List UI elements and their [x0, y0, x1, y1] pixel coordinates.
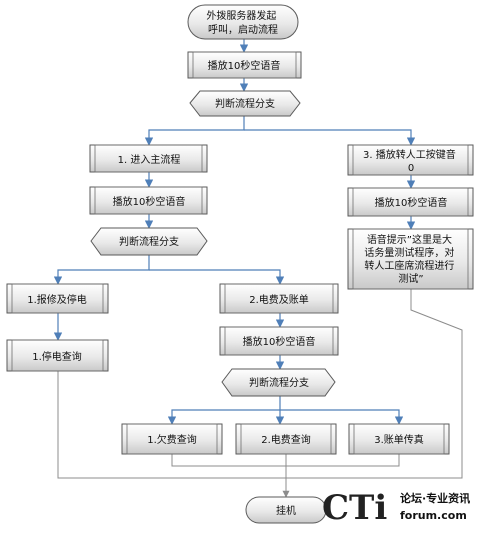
watermark-line2: forum.com — [400, 509, 467, 522]
node-play2: 播放10秒空语音 — [89, 186, 208, 215]
nodes: 外拨服务器发起 呼叫，启动流程 播放10秒空语音 判断流程分支 1. 进入主流程… — [6, 4, 474, 524]
node-bill-fax: 3.账单传真 — [348, 423, 450, 455]
node-enter-main: 1. 进入主流程 — [89, 144, 208, 173]
edge-decision2-to-repair — [53, 255, 150, 285]
node-hangup: 挂机 — [245, 496, 327, 524]
node-billing-label: 2.电费及账单 — [249, 293, 309, 306]
edge-decision3-to-arrears — [167, 396, 281, 425]
node-repair: 1.报修及停电 — [6, 283, 109, 314]
node-transfer-label: 3. 播放转人工按键音 0 — [363, 148, 459, 174]
node-fee-query-label: 2.电费查询 — [261, 433, 311, 446]
node-play3: 播放10秒空语音 — [219, 326, 339, 356]
watermark: CTi 论坛·专业资讯 forum.com — [322, 488, 470, 528]
node-prompt: 语音提示”这里是大 话务量测试程序，对 转人工座席流程进行 测试” — [347, 228, 474, 290]
watermark-logo-text: CTi — [322, 488, 387, 528]
node-decision2-label: 判断流程分支 — [119, 235, 179, 248]
node-bill-fax-label: 3.账单传真 — [374, 433, 424, 446]
edge-bill-fax-to-hangup — [286, 454, 400, 467]
node-transfer: 3. 播放转人工按键音 0 — [347, 144, 474, 176]
node-arrears-label: 1.欠费查询 — [147, 433, 197, 446]
node-play3-label: 播放10秒空语音 — [243, 335, 316, 348]
node-play2-label: 播放10秒空语音 — [113, 195, 186, 208]
node-decision1: 判断流程分支 — [189, 90, 301, 117]
node-decision3: 判断流程分支 — [221, 368, 336, 397]
node-repair-label: 1.报修及停电 — [27, 293, 87, 306]
edges — [53, 39, 463, 498]
edge-decision1-to-transfer — [244, 129, 416, 146]
edge-arrears-to-hangup — [171, 454, 286, 467]
node-hangup-label: 挂机 — [276, 504, 296, 517]
node-fee-query: 2.电费查询 — [235, 423, 337, 455]
node-play4-label: 播放10秒空语音 — [375, 196, 448, 209]
node-outage-query: 1.停电查询 — [6, 339, 109, 372]
edge-prompt-to-hangup — [286, 289, 463, 479]
node-prompt-label: 语音提示”这里是大 话务量测试程序，对 转人工座席流程进行 测试” — [364, 233, 457, 285]
node-play1-label: 播放10秒空语音 — [208, 59, 281, 72]
edge-decision3-to-bill-fax — [280, 409, 404, 425]
node-decision3-label: 判断流程分支 — [249, 376, 309, 389]
node-start: 外拨服务器发起 呼叫，启动流程 — [187, 4, 299, 40]
node-decision2: 判断流程分支 — [90, 227, 208, 256]
node-decision1-label: 判断流程分支 — [215, 97, 275, 110]
node-outage-query-label: 1.停电查询 — [32, 350, 82, 363]
edge-outage-query-to-hangup — [57, 371, 286, 479]
node-play4: 播放10秒空语音 — [347, 187, 474, 217]
edge-decision2-to-billing — [149, 269, 285, 285]
node-start-label: 外拨服务器发起 呼叫，启动流程 — [206, 9, 279, 36]
node-arrears: 1.欠费查询 — [121, 423, 223, 455]
node-billing: 2.电费及账单 — [219, 283, 339, 314]
watermark-line1: 论坛·专业资讯 — [400, 491, 470, 505]
node-enter-main-label: 1. 进入主流程 — [118, 153, 181, 166]
edge-decision1-to-enter-main — [144, 116, 245, 146]
node-play1: 播放10秒空语音 — [187, 51, 302, 79]
